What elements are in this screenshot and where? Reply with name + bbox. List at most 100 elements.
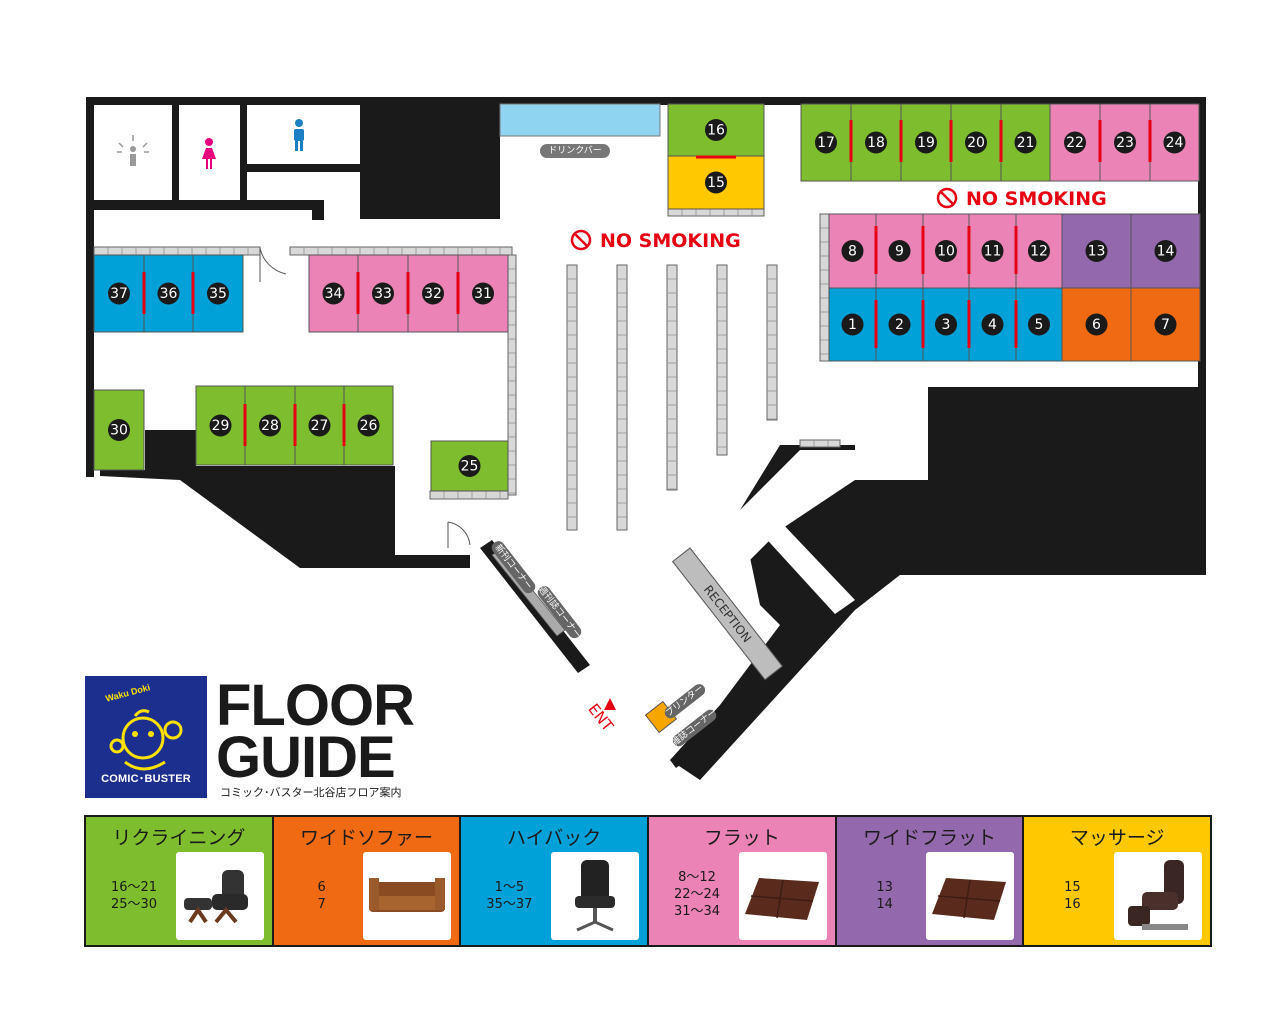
legend-booth-range: 15 (1064, 880, 1081, 895)
booth-33[interactable]: 33 (357, 254, 409, 333)
booth-17[interactable]: 17 (800, 103, 852, 182)
booth-number: 23 (1116, 135, 1134, 151)
booth-13[interactable]: 13 (1061, 213, 1132, 289)
booth-3[interactable]: 3 (922, 287, 970, 362)
booth-16[interactable]: 16 (667, 103, 765, 157)
booth-8[interactable]: 8 (828, 213, 877, 289)
drink-bar-sign: ドリンクバー (540, 144, 610, 158)
booth-25[interactable]: 25 (430, 440, 509, 492)
booth-4[interactable]: 4 (968, 287, 1017, 362)
comic-buster-logo: Waku Doki COMIC･BUSTER (85, 676, 207, 798)
booth-number: 32 (424, 286, 442, 302)
booth-21[interactable]: 21 (1000, 103, 1051, 182)
booth-7[interactable]: 7 (1130, 287, 1201, 362)
bookshelf (507, 254, 517, 496)
booth-10[interactable]: 10 (922, 213, 970, 289)
booth-number-badge (981, 313, 1004, 336)
massage-chair-icon (1114, 852, 1203, 940)
entrance-marker: ENT (584, 698, 617, 736)
booth-19[interactable]: 19 (900, 103, 952, 182)
legend-booth-range: 35～37 (486, 897, 533, 912)
legend-booth-range: 16 (1064, 897, 1081, 912)
legend-category-name: リクライニング (112, 827, 246, 849)
booth-27[interactable]: 27 (294, 385, 345, 466)
booth-6[interactable]: 6 (1061, 287, 1132, 362)
magazine-corner: 新刊コーナー 週刊誌コーナー (480, 540, 590, 673)
booth-number-badge (1014, 131, 1037, 154)
booth-23[interactable]: 23 (1099, 103, 1151, 182)
booth-number: 16 (707, 123, 725, 139)
booth-34[interactable]: 34 (308, 254, 359, 333)
bookshelf (666, 264, 678, 491)
booth-32[interactable]: 32 (407, 254, 459, 333)
floor-interior (94, 105, 855, 590)
booth-36[interactable]: 36 (143, 254, 194, 333)
drink-bar-counter (499, 103, 661, 137)
booth-24[interactable]: 24 (1149, 103, 1200, 182)
booth-number: 24 (1166, 135, 1184, 151)
booth-22[interactable]: 22 (1049, 103, 1101, 182)
booth-number-badge (372, 282, 394, 305)
booth-18[interactable]: 18 (850, 103, 902, 182)
booth-number-badge (1064, 131, 1086, 154)
booth-29[interactable]: 29 (195, 385, 246, 466)
booth-1[interactable]: 1 (828, 287, 877, 362)
booth-number-badge (888, 240, 911, 262)
booth-11[interactable]: 11 (968, 213, 1017, 289)
booth-number: 36 (160, 286, 178, 302)
legend-booth-range: 16～21 (110, 880, 158, 895)
booth-number: 5 (1035, 317, 1044, 333)
svg-text:NO SMOKING: NO SMOKING (966, 188, 1107, 210)
booth-number: 33 (374, 286, 392, 302)
booth-35[interactable]: 35 (192, 254, 244, 333)
booth-26[interactable]: 26 (343, 385, 394, 466)
booth-number: 31 (474, 286, 492, 302)
booth-number: 29 (212, 418, 230, 434)
booth-number: 30 (110, 423, 128, 439)
booth-number-badge (157, 282, 180, 305)
booth-20[interactable]: 20 (950, 103, 1002, 182)
booth-number-badge (841, 240, 864, 262)
booth-number-badge (259, 414, 281, 437)
booth-9[interactable]: 9 (875, 213, 924, 289)
booth-15[interactable]: 15 (667, 155, 765, 210)
booth-number-badge (705, 119, 727, 141)
bookshelf (716, 264, 728, 456)
booth-14[interactable]: 14 (1130, 213, 1201, 289)
booth-number: 17 (817, 135, 835, 151)
booth-number: 11 (984, 244, 1002, 260)
legend-category-name: マッサージ (1069, 827, 1165, 849)
booth-number-badge (108, 282, 130, 305)
shower-icon (117, 135, 149, 166)
legend-booth-range: 8～12 (678, 870, 716, 885)
booth-23-area (1099, 103, 1151, 182)
booth-28[interactable]: 28 (244, 385, 296, 466)
legend-booth-range: 13 (876, 880, 893, 895)
bookshelf (799, 439, 841, 448)
booth-number: 21 (1017, 135, 1035, 151)
legend-booth-range: 1～5 (494, 880, 525, 895)
booth-30[interactable]: 30 (93, 389, 145, 471)
booth-number: 22 (1066, 135, 1084, 151)
booth-number: 26 (360, 418, 378, 434)
bookshelf (766, 264, 778, 421)
legend-booth-range: 7 (317, 897, 326, 912)
booth-37[interactable]: 37 (93, 254, 145, 333)
booth-31[interactable]: 31 (457, 254, 509, 333)
booth-number: 10 (937, 244, 955, 260)
booth-8-area (828, 213, 877, 289)
booth-12[interactable]: 12 (1015, 213, 1063, 289)
booth-2[interactable]: 2 (875, 287, 924, 362)
bookshelf (616, 264, 628, 531)
booth-5[interactable]: 5 (1015, 287, 1063, 362)
